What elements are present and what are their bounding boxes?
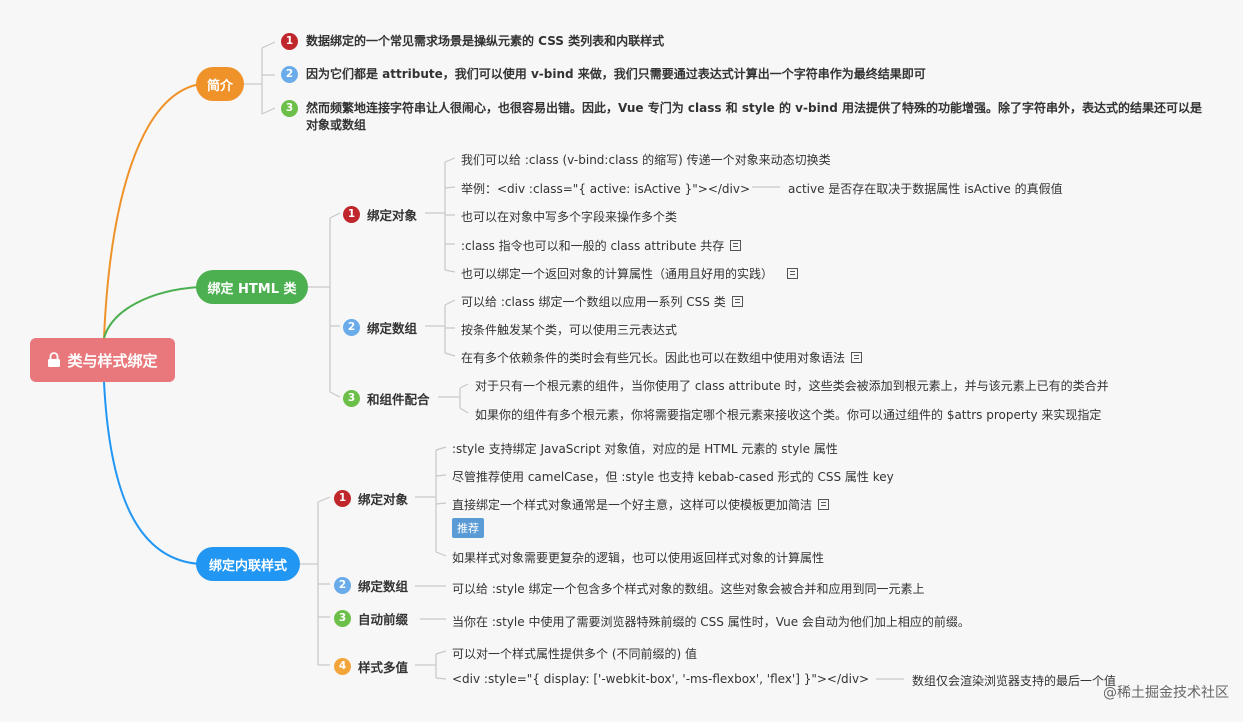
leaf-text: 当你在 :style 中使用了需要浏览器特殊前缀的 CSS 属性时，Vue 会自… (452, 615, 970, 629)
sub-label: 绑定数组 (367, 321, 418, 336)
note-icon[interactable] (731, 296, 743, 307)
leaf-text: 也可以在对象中写多个字段来操作多个类 (461, 210, 678, 224)
leaf-with-note: 也可以绑定一个返回对象的计算属性（通用且好用的实践） (461, 265, 799, 282)
number-badge: 1 (334, 490, 351, 507)
leaf-note-text: 数组仅会渲染浏览器支持的最后一个值 (912, 674, 1117, 688)
intro-item-text: 数据绑定的一个常见需求场景是操纵元素的 CSS 类列表和内联样式 (306, 34, 665, 48)
sub-class-object[interactable]: 1 绑定对象 (343, 205, 417, 224)
leaf-text: :class 指令也可以和一般的 class attribute 共存 (461, 239, 725, 253)
sub-style-multi-value[interactable]: 4 样式多值 (334, 657, 408, 676)
leaf-text: 可以给 :style 绑定一个包含多个样式对象的数组。这些对象会被合并和应用到同… (452, 582, 925, 596)
note-icon[interactable] (730, 240, 742, 251)
sub-class-components[interactable]: 3 和组件配合 (343, 389, 430, 408)
leaf-text: 如果你的组件有多个根元素，你将需要指定哪个根元素来接收这个类。你可以通过组件的 … (475, 408, 1102, 422)
note-icon[interactable] (787, 268, 799, 279)
number-badge: 2 (343, 319, 360, 336)
leaf-text: 也可以绑定一个返回对象的计算属性（通用且好用的实践） (461, 267, 774, 281)
leaf-with-note: 可以给 :class 绑定一个数组以应用一系列 CSS 类 (461, 293, 743, 310)
number-badge: 2 (281, 66, 298, 83)
leaf-text: 我们可以给 :class (v-bind:class 的缩写) 传递一个对象来动… (461, 153, 831, 167)
intro-item-2[interactable]: 2 因为它们都是 attribute，我们可以使用 v-bind 来做，我们只需… (281, 66, 926, 83)
root-label: 类与样式绑定 (67, 351, 158, 370)
leaf-with-note: 直接绑定一个样式对象通常是一个好主意，这样可以使模板更加简洁 (452, 496, 830, 513)
branch-inline-style-label: 绑定内联样式 (208, 558, 287, 574)
leaf-note-text: active 是否存在取决于数据属性 isActive 的真假值 (788, 182, 1063, 196)
recommend-tag: 推荐 (452, 518, 484, 538)
leaf-text: 如果样式对象需要更复杂的逻辑，也可以使用返回样式对象的计算属性 (452, 551, 825, 565)
watermark: @稀土掘金技术社区 (1103, 685, 1229, 701)
note-icon[interactable] (818, 499, 830, 510)
sub-label: 样式多值 (358, 660, 409, 675)
number-badge: 1 (281, 33, 298, 50)
branch-intro-label: 简介 (206, 78, 233, 94)
number-badge: 3 (281, 100, 298, 117)
sub-style-prefix[interactable]: 3 自动前缀 (334, 609, 408, 628)
sub-label: 绑定对象 (358, 492, 409, 507)
number-badge: 4 (334, 658, 351, 675)
sub-label: 自动前缀 (358, 612, 409, 627)
leaf-text: 尽管推荐使用 camelCase，但 :style 也支持 kebab-case… (452, 470, 894, 484)
leaf-text: :style 支持绑定 JavaScript 对象值，对应的是 HTML 元素的… (452, 442, 838, 456)
leaf-text: 对于只有一个根元素的组件，当你使用了 class attribute 时，这些类… (475, 379, 1109, 393)
intro-item-text: 因为它们都是 attribute，我们可以使用 v-bind 来做，我们只需要通… (306, 67, 926, 81)
branch-html-class[interactable]: 绑定 HTML 类 (196, 270, 308, 304)
leaf-with-note: :class 指令也可以和一般的 class attribute 共存 (461, 237, 742, 254)
lock-icon (48, 352, 61, 367)
leaf-text: 举例：<div :class="{ active: isActive }"></… (461, 182, 751, 196)
sub-label: 绑定对象 (367, 208, 418, 223)
leaf-text: 可以对一个样式属性提供多个 (不同前缀的) 值 (452, 647, 697, 661)
sub-label: 绑定数组 (358, 579, 409, 594)
sub-style-array[interactable]: 2 绑定数组 (334, 576, 408, 595)
sub-label: 和组件配合 (367, 392, 430, 407)
intro-item-text: 然而频繁地连接字符串让人很闹心，也很容易出错。因此，Vue 专门为 class … (306, 101, 1202, 132)
branch-inline-style[interactable]: 绑定内联样式 (196, 547, 300, 581)
number-badge: 3 (334, 610, 351, 627)
sub-class-array[interactable]: 2 绑定数组 (343, 318, 417, 337)
leaf-text: 直接绑定一个样式对象通常是一个好主意，这样可以使模板更加简洁 (452, 498, 813, 512)
leaf-text: 在有多个依赖条件的类时会有些冗长。因此也可以在数组中使用对象语法 (461, 351, 846, 365)
branch-html-class-label: 绑定 HTML 类 (207, 281, 297, 297)
leaf-text: 可以给 :class 绑定一个数组以应用一系列 CSS 类 (461, 295, 726, 309)
leaf-text: 按条件触发某个类，可以使用三元表达式 (461, 323, 678, 337)
leaf-with-note: 在有多个依赖条件的类时会有些冗长。因此也可以在数组中使用对象语法 (461, 349, 863, 366)
number-badge: 3 (343, 390, 360, 407)
branch-intro[interactable]: 简介 (196, 67, 244, 101)
intro-item-3[interactable]: 3 然而频繁地连接字符串让人很闹心，也很容易出错。因此，Vue 专门为 clas… (281, 100, 1211, 134)
intro-item-1[interactable]: 1 数据绑定的一个常见需求场景是操纵元素的 CSS 类列表和内联样式 (281, 33, 664, 50)
leaf-text: <div :style="{ display: ['-webkit-box', … (452, 672, 870, 686)
note-icon[interactable] (851, 352, 863, 363)
number-badge: 2 (334, 577, 351, 594)
number-badge: 1 (343, 206, 360, 223)
root-node[interactable]: 类与样式绑定 (30, 338, 175, 382)
sub-style-object[interactable]: 1 绑定对象 (334, 489, 408, 508)
